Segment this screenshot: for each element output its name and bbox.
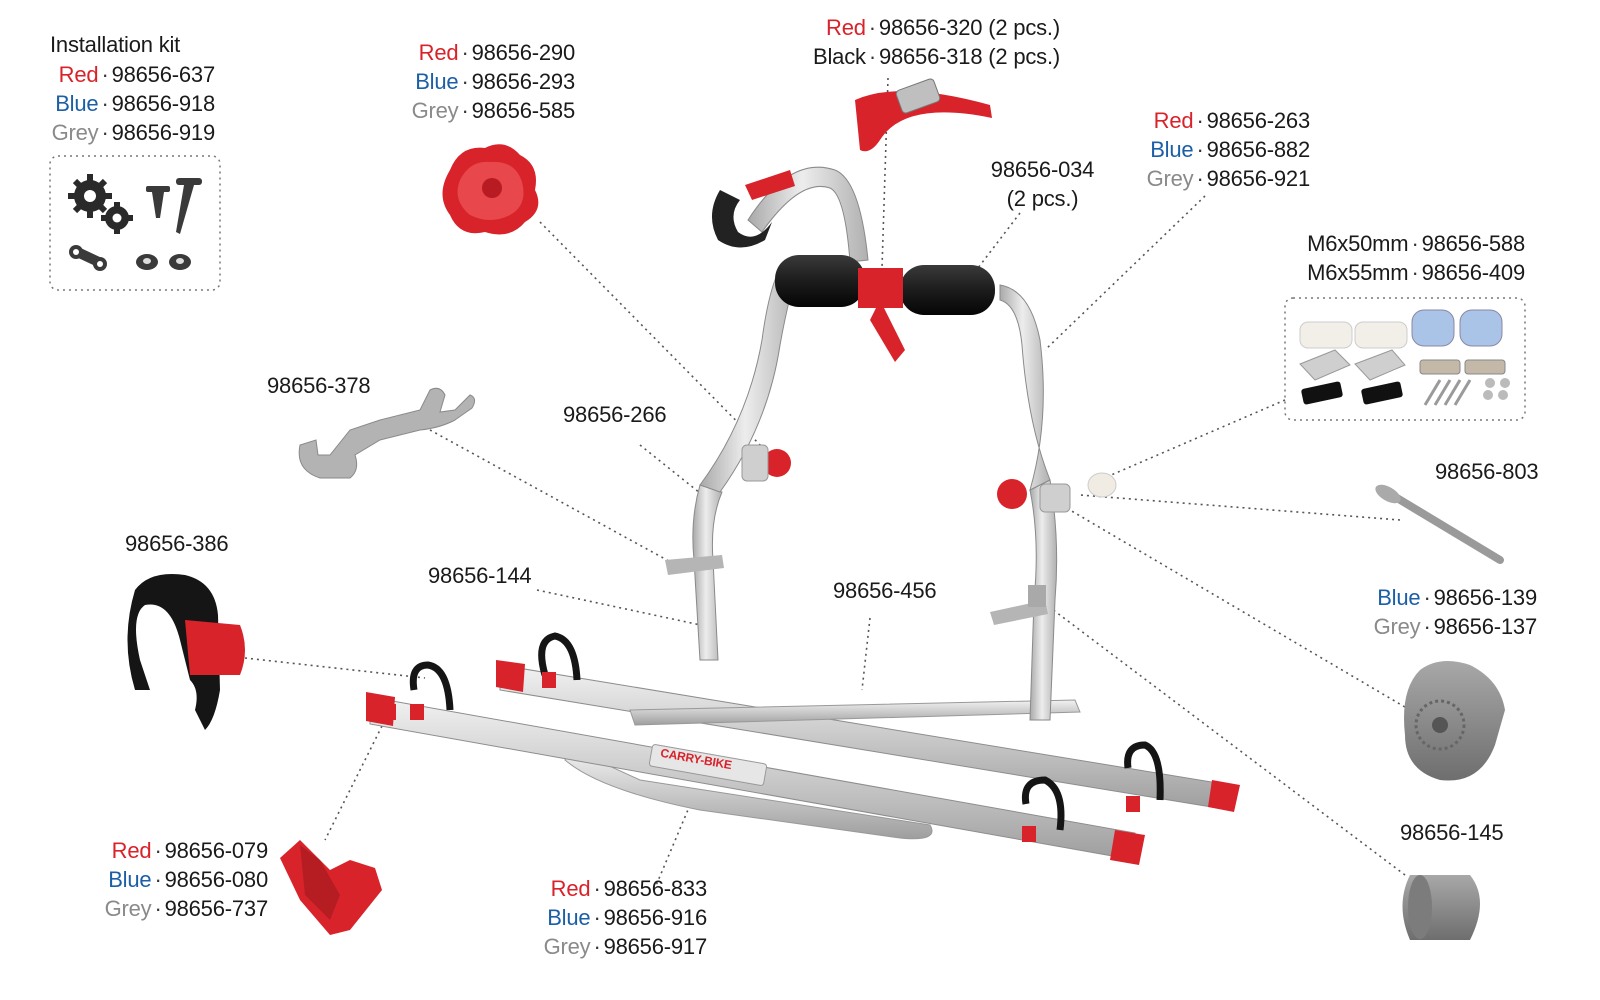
variant-row: Grey·98656-917 [543,934,708,959]
variant-row: Blue·98656-882 [1150,137,1310,162]
leader-145 [1039,599,1406,876]
bolts-label: M6x50mm·98656-588 M6x55mm·98656-409 [1307,229,1525,287]
foam-label: 98656-034 (2 pcs.) [980,155,1105,213]
installation-kit-box [49,155,221,291]
variant-row: Red·98656-637 [58,62,216,87]
bike-rack-assembly [366,166,1240,865]
leader-right-tube [1044,195,1206,351]
top-strap-part [855,78,992,152]
variant-row: Grey·98656-737 [104,896,269,921]
rail-end-cap-part [280,840,382,935]
part-386-label: 98656-386 [125,531,229,556]
variant-row: Red·98656-833 [550,876,708,901]
part-145-label: 98656-145 [1400,820,1504,845]
variant-row: M6x55mm·98656-409 [1307,260,1525,285]
installation-kit-variants: Red·98656-637 Blue·98656-918 Grey·98656-… [51,60,216,147]
variant-row: Blue·98656-916 [547,905,707,930]
variant-row: M6x50mm·98656-588 [1307,231,1525,256]
foam-qty: (2 pcs.) [1006,186,1079,211]
screw-icon [146,178,202,234]
variant-row: Blue·98656-139 [1377,585,1537,610]
right-tube-label: Red·98656-263 Blue·98656-882 Grey·98656-… [1146,106,1311,193]
part-266-label: 98656-266 [563,402,667,427]
leader-378 [429,429,677,566]
leader-knob [539,221,771,456]
cover-part [1404,661,1505,781]
variant-row: Grey·98656-585 [411,98,576,123]
rail-end-cap-label: Red·98656-079 Blue·98656-080 Grey·98656-… [104,836,269,923]
leader-386 [244,657,426,679]
variant-row: Grey·98656-137 [1373,614,1538,639]
part-456-label: 98656-456 [833,578,937,603]
leader-803 [1079,494,1401,521]
variant-row: Red·98656-320 (2 pcs.) [826,15,1060,40]
foam-pad-left [775,255,865,307]
rail-label: Red·98656-833 Blue·98656-916 Grey·98656-… [543,874,708,961]
part-378-label: 98656-378 [267,373,371,398]
ladder-strap-part [127,574,245,730]
knob-label: Red·98656-290 Blue·98656-293 Grey·98656-… [411,38,576,125]
rail-back [496,660,1240,812]
variant-row: Black·98656-318 (2 pcs.) [813,44,1061,69]
leader-bolts [1094,399,1286,483]
part-144-label: 98656-144 [428,563,532,588]
variant-row: Blue·98656-918 [55,91,215,116]
part-803-label: 98656-803 [1435,459,1539,484]
knob-part [442,144,539,235]
installation-kit-title: Installation kit [50,32,181,57]
rail-mid-caps [386,704,396,720]
variant-row: Blue·98656-080 [108,867,268,892]
cover-label: Blue·98656-139 Grey·98656-137 [1373,583,1538,641]
variant-row: Red·98656-290 [418,40,576,65]
top-strap-label: Red·98656-320 (2 pcs.) Black·98656-318 (… [813,13,1060,71]
fork-part [298,387,476,479]
variant-row: Blue·98656-293 [415,69,575,94]
variant-row: Red·98656-263 [1153,108,1311,133]
variant-row: Grey·98656-921 [1146,166,1311,191]
leader-cover [1069,509,1411,711]
bolts-kit-box [1284,297,1526,421]
leader-456 [861,617,871,691]
leader-266 [639,444,716,506]
foam-code: 98656-034 [990,157,1095,182]
leader-lines [244,77,1411,889]
gear-icon [68,174,133,234]
leader-144 [536,589,711,628]
end-cap-part [1402,875,1480,940]
leader-end-cap [324,709,391,841]
nut-icon [136,254,191,270]
variant-row: Red·98656-079 [111,838,269,863]
foam-pad-right [900,265,995,315]
carriage-bolt-part [1375,484,1504,564]
clip-icon [69,245,107,271]
variant-row: Grey·98656-919 [51,120,216,145]
installation-kit-label: Installation kit [50,30,180,59]
